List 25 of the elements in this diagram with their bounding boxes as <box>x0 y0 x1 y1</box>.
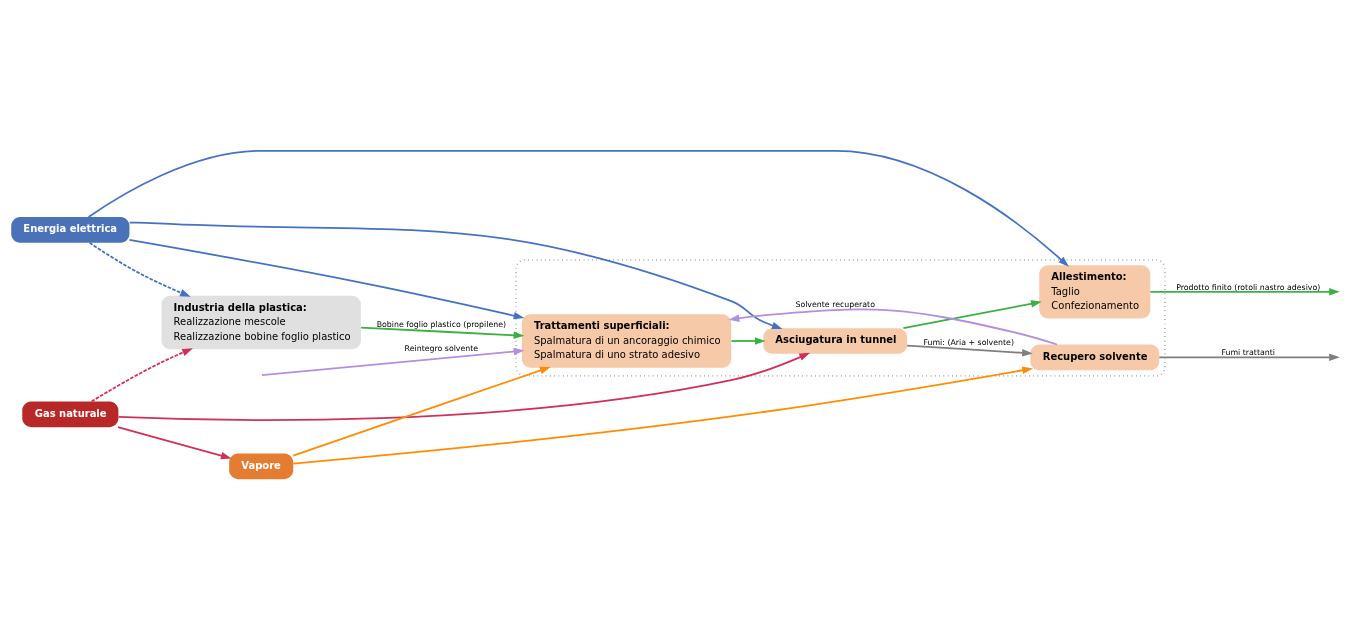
arrow <box>117 352 811 421</box>
arrow <box>1149 288 1340 296</box>
arrow <box>88 241 191 297</box>
arrow <box>906 344 1033 357</box>
arrow <box>728 308 1058 346</box>
node-box: Vapore <box>229 453 294 480</box>
node-box: Allestimento: Taglio Confezionamento <box>1039 265 1151 319</box>
arrow <box>730 337 766 345</box>
node-box: Gas naturale <box>22 401 119 428</box>
arrow <box>902 300 1042 330</box>
node-box: Energia elettrica <box>11 217 130 243</box>
arrow <box>1158 353 1340 362</box>
node-box: Asciugatura in tunnel <box>763 328 908 354</box>
arrow <box>360 326 525 340</box>
node-box: Industria della plastica: Realizzazione mescole Realizzazione bobine foglio plastico <box>161 295 361 350</box>
arrow <box>292 366 1033 465</box>
arrow <box>128 221 783 330</box>
arrow <box>87 149 1069 267</box>
arrow <box>128 239 525 320</box>
node-box: Recupero solvente <box>1030 344 1160 371</box>
arrow <box>90 348 193 403</box>
arrow <box>292 366 551 457</box>
arrow <box>261 347 525 377</box>
arrow <box>117 426 232 460</box>
node-box: Trattamenti superficiali: Spalmatura di un ancoraggio chimico Spalmatura di uno strato adesivo <box>521 314 732 368</box>
